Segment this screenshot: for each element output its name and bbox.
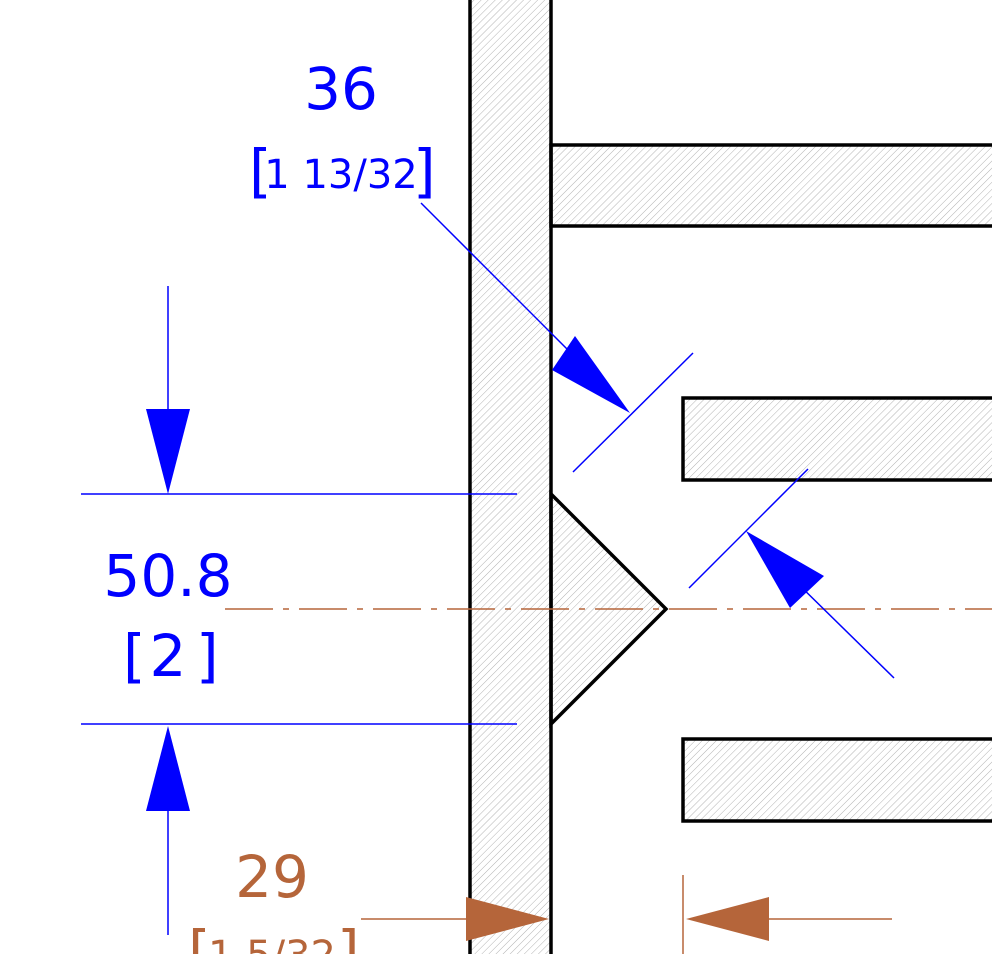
- weld-imperial-label: [ 1 13/32 ]: [249, 137, 436, 205]
- vertical-plate: [468, 0, 553, 954]
- weld-imperial-value: 1 13/32: [264, 152, 417, 198]
- svg-text:]: ]: [337, 918, 360, 954]
- weld-arrowhead-lower: [746, 531, 824, 608]
- weld-metric-label: 36: [304, 55, 378, 123]
- offset-arrowhead-right-pointing: [466, 897, 549, 941]
- weld-arrowhead-upper: [552, 336, 630, 413]
- svg-text:[: [: [249, 137, 272, 205]
- height-imperial-value: 2: [150, 622, 187, 690]
- weld-extension-upper: [572, 352, 694, 473]
- svg-text:[: [: [123, 622, 146, 690]
- weld-tail-line: [789, 575, 895, 679]
- weld-extension-lower: [688, 468, 809, 589]
- bottom-bar: [681, 737, 992, 823]
- svg-text:[: [: [188, 918, 211, 954]
- svg-text:]: ]: [413, 137, 436, 205]
- height-imperial-label: [ 2 ]: [123, 622, 219, 690]
- middle-bar: [681, 396, 992, 482]
- arrowhead-up: [146, 726, 190, 811]
- top-bar: [549, 143, 992, 228]
- weld-leader-line: [420, 202, 576, 358]
- offset-imperial-label: [ 1 5/32 ]: [188, 918, 360, 954]
- svg-text:]: ]: [196, 622, 219, 690]
- arrowhead-down: [146, 409, 190, 494]
- offset-metric-label: 29: [235, 843, 309, 911]
- offset-imperial-value: 1 5/32: [208, 933, 336, 954]
- height-metric-label: 50.8: [103, 542, 232, 610]
- offset-arrowhead-left-pointing: [686, 897, 769, 941]
